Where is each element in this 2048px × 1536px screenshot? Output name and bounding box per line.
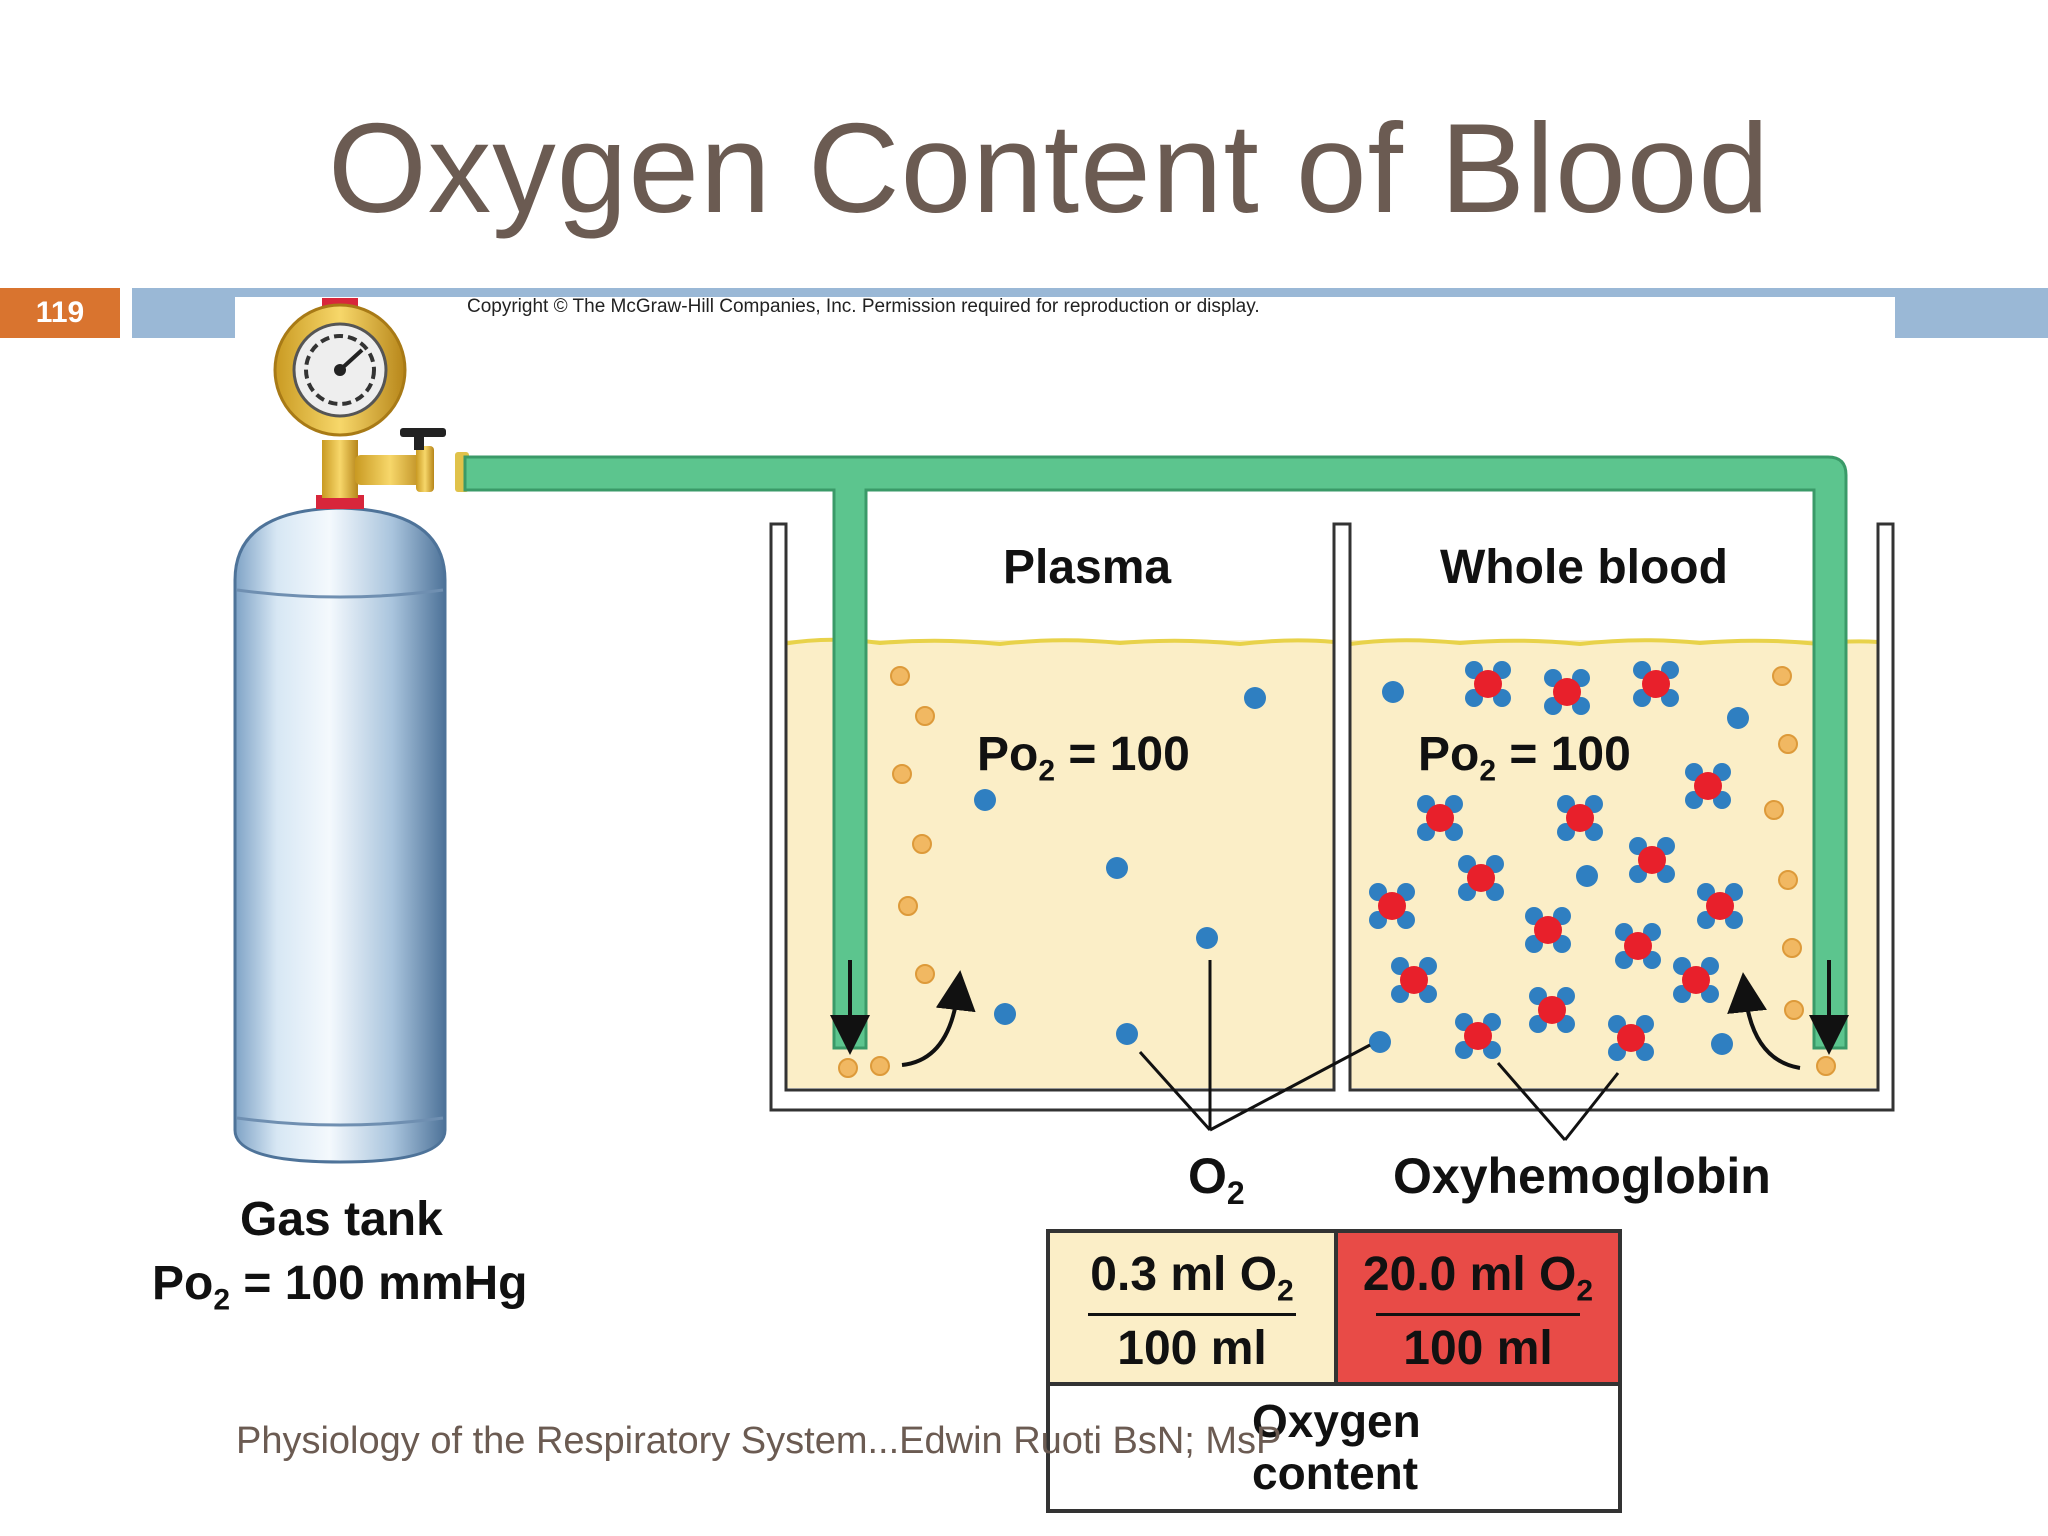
oxyhemoglobin-molecule bbox=[1455, 1013, 1501, 1059]
oxyhemoglobin-molecule bbox=[1685, 763, 1731, 809]
dissolved-o2-blood bbox=[1369, 681, 1749, 1055]
oxygen-content-caption: Oxygen content bbox=[1252, 1395, 1421, 1499]
gas-bubble bbox=[870, 1056, 890, 1076]
o2-molecule bbox=[1244, 687, 1266, 709]
o2-molecule bbox=[1196, 927, 1218, 949]
oxyhemoglobin-molecule bbox=[1417, 795, 1463, 841]
oxyhemoglobin-label: Oxyhemoglobin bbox=[1393, 1148, 1771, 1204]
gas-bubbles bbox=[838, 666, 1836, 1078]
o2-molecule bbox=[1116, 1023, 1138, 1045]
oxyhemoglobin-molecule bbox=[1629, 837, 1675, 883]
whole-blood-content-cell: 20.0 ml O2 100 ml bbox=[1338, 1233, 1618, 1386]
oxyhemoglobin-molecule bbox=[1391, 957, 1437, 1003]
oxyhemoglobin-molecule bbox=[1673, 957, 1719, 1003]
plasma-label: Plasma bbox=[1003, 541, 1172, 594]
o2-molecule bbox=[1382, 681, 1404, 703]
pointer-lines bbox=[1138, 960, 1620, 1141]
gas-bubble bbox=[838, 1058, 858, 1078]
dissolved-o2-plasma bbox=[974, 687, 1266, 1045]
o2-molecule bbox=[994, 1003, 1016, 1025]
plasma-content-cell: 0.3 ml O2 100 ml bbox=[1050, 1233, 1338, 1386]
whole-blood-label: Whole blood bbox=[1440, 541, 1728, 594]
o2-label: O2 bbox=[1188, 1148, 1245, 1211]
gas-bubble bbox=[1816, 1056, 1836, 1076]
oxyhemoglobin-molecule bbox=[1615, 923, 1661, 969]
gas-bubble bbox=[912, 834, 932, 854]
plasma-container bbox=[781, 637, 1335, 1088]
oxyhemoglobin-molecule bbox=[1608, 1015, 1654, 1061]
oxyhemoglobin-molecule bbox=[1529, 987, 1575, 1033]
gas-tank-label: Gas tank bbox=[240, 1193, 443, 1246]
gas-bubble bbox=[890, 666, 910, 686]
o2-molecule bbox=[1106, 857, 1128, 879]
container-walls bbox=[769, 522, 1895, 1112]
plasma-content-denominator: 100 ml bbox=[1117, 1322, 1267, 1375]
copyright-notice: Copyright © The McGraw-Hill Companies, I… bbox=[467, 296, 1260, 317]
flow-arrows bbox=[830, 960, 1849, 1070]
gas-bubble bbox=[1784, 1000, 1804, 1020]
gas-bubble bbox=[1782, 938, 1802, 958]
oxyhemoglobin-molecule bbox=[1465, 661, 1511, 707]
slide-title: Oxygen Content of Blood bbox=[327, 97, 1771, 239]
o2-molecule bbox=[1727, 707, 1749, 729]
fraction-line bbox=[1088, 1313, 1296, 1316]
o2-molecule bbox=[1711, 1033, 1733, 1055]
gas-bubble bbox=[1778, 734, 1798, 754]
gas-bubble bbox=[915, 706, 935, 726]
oxyhemoglobin-molecules bbox=[1369, 661, 1743, 1061]
gas-tank-po2: Po2 = 100 mmHg bbox=[152, 1257, 528, 1317]
oxygen-content-table: 0.3 ml O2 100 ml 20.0 ml O2 100 ml Oxyge… bbox=[1046, 1229, 1622, 1513]
gas-bubble bbox=[1772, 666, 1792, 686]
whole-blood-po2: Po2 = 100 bbox=[1418, 728, 1631, 788]
oxyhemoglobin-molecule bbox=[1557, 795, 1603, 841]
oxyhemoglobin-molecule bbox=[1633, 661, 1679, 707]
oxyhemoglobin-molecule bbox=[1544, 669, 1590, 715]
gas-bubble bbox=[892, 764, 912, 784]
footer-credit: Physiology of the Respiratory System...E… bbox=[236, 1420, 1282, 1462]
gas-bubble bbox=[915, 964, 935, 984]
oxyhemoglobin-molecule bbox=[1697, 883, 1743, 929]
plasma-content-numerator: 0.3 ml O2 bbox=[1090, 1248, 1294, 1308]
fraction-line bbox=[1376, 1313, 1580, 1316]
gas-tank bbox=[233, 298, 469, 1164]
gas-bubble bbox=[898, 896, 918, 916]
plasma-po2: Po2 = 100 bbox=[977, 728, 1190, 788]
o2-molecule bbox=[1369, 1031, 1391, 1053]
oxyhemoglobin-molecule bbox=[1369, 883, 1415, 929]
gas-bubble bbox=[1778, 870, 1798, 890]
whole-blood-content-denominator: 100 ml bbox=[1403, 1322, 1553, 1375]
oxyhemoglobin-molecule bbox=[1458, 855, 1504, 901]
o2-molecule bbox=[1576, 865, 1598, 887]
o2-molecule bbox=[974, 789, 996, 811]
page-number-badge: 119 bbox=[0, 288, 120, 338]
oxyhemoglobin-molecule bbox=[1525, 907, 1571, 953]
whole-blood-content-numerator: 20.0 ml O2 bbox=[1362, 1248, 1594, 1308]
gas-bubble bbox=[1764, 800, 1784, 820]
